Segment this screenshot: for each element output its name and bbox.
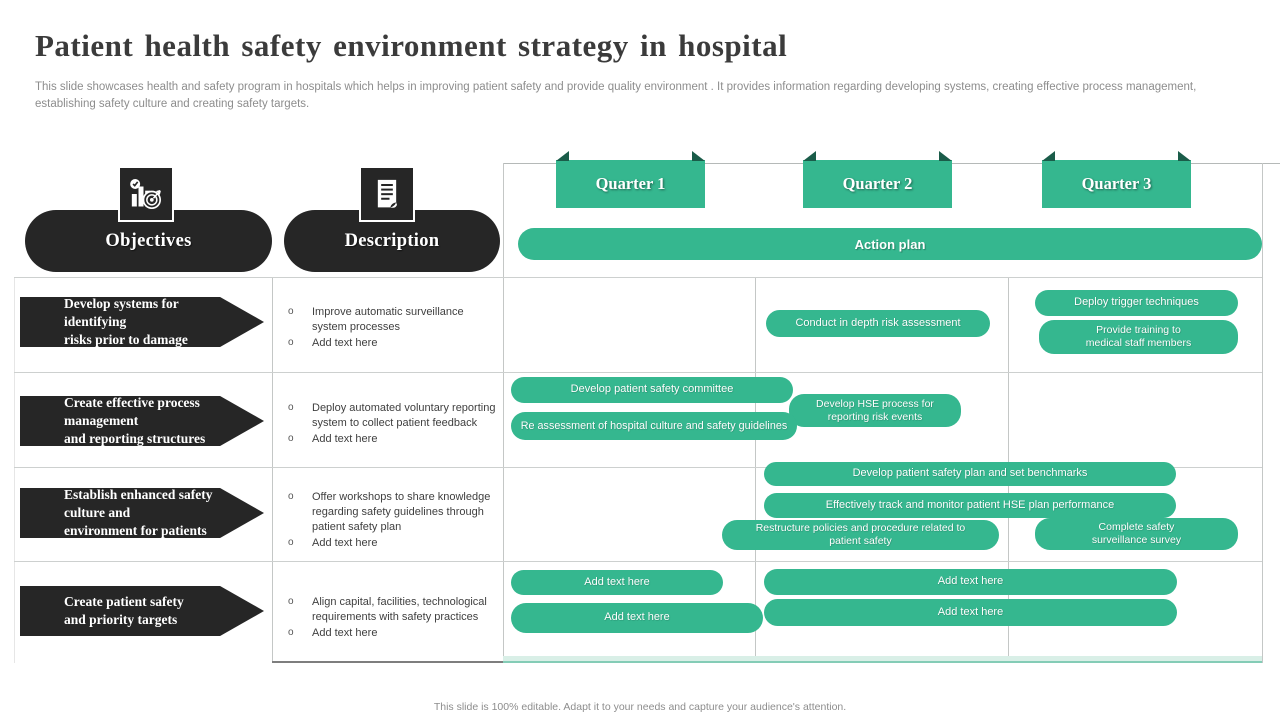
bullet-marker: o [288, 432, 294, 444]
target-chart-icon [130, 179, 161, 209]
timeline-bar[interactable]: Conduct in depth risk assessment [766, 310, 990, 337]
bullet-marker: o [288, 626, 294, 638]
description-text: Add text here [312, 336, 378, 349]
timeline-bar[interactable]: Develop patient safety committee [511, 377, 793, 403]
objective-arrow[interactable]: Develop systems for identifying risks pr… [20, 297, 264, 347]
objectives-icon-box [118, 166, 174, 222]
grid-line [14, 467, 1262, 468]
bullet-marker: o [288, 336, 294, 348]
timeline-bar[interactable]: Restructure policies and procedure relat… [722, 520, 999, 550]
document-icon [377, 179, 397, 208]
quarter-2-tab[interactable]: Quarter 2 [803, 151, 952, 208]
timeline-bar[interactable]: Effectively track and monitor patient HS… [764, 493, 1176, 518]
list-item: o Offer workshops to share knowledge reg… [284, 490, 498, 535]
objective-arrow[interactable]: Create effective process management and … [20, 396, 264, 446]
list-item: o Align capital, facilities, technologic… [284, 595, 498, 625]
list-item: o Deploy automated voluntary reporting s… [284, 401, 498, 431]
objective-arrow[interactable]: Create patient safety and priority targe… [20, 586, 264, 636]
description-text: Add text here [312, 536, 378, 549]
quarter-2-label: Quarter 2 [842, 174, 913, 193]
table-bottom-border [272, 661, 503, 663]
list-item: o Add text here [284, 432, 498, 447]
description-text: Add text here [312, 626, 378, 639]
description-cell: o Align capital, facilities, technologic… [284, 595, 498, 642]
quarter-1-tab[interactable]: Quarter 1 [556, 151, 705, 208]
grid-line [14, 277, 15, 663]
tab-notch-left [803, 151, 816, 161]
objective-arrow[interactable]: Establish enhanced safety culture and en… [20, 488, 264, 538]
page-title: Patient health safety environment strate… [35, 28, 788, 63]
list-item: o Add text here [284, 536, 498, 551]
timeline-bar[interactable]: Add text here [511, 603, 763, 633]
tab-notch-left [1042, 151, 1055, 161]
action-plan-banner[interactable]: Action plan [518, 228, 1262, 260]
description-text: Offer workshops to share knowledge regar… [312, 491, 491, 533]
footer-note: This slide is 100% editable. Adapt it to… [433, 701, 847, 713]
list-item: o Add text here [284, 336, 498, 351]
timeline-bar[interactable]: Provide training to medical staff member… [1039, 320, 1238, 354]
grid-line [14, 372, 1262, 373]
timeline-bar[interactable]: Complete safety surveillance survey [1035, 518, 1238, 550]
description-cell: o Offer workshops to share knowledge reg… [284, 490, 498, 551]
list-item: o Add text here [284, 626, 498, 641]
tab-notch-left [556, 151, 569, 161]
description-text: Improve automatic surveillance system pr… [312, 306, 464, 333]
grid-line [1262, 163, 1263, 663]
timeline-bar[interactable]: Develop patient safety plan and set benc… [764, 462, 1176, 486]
bullet-marker: o [288, 536, 294, 548]
timeline-bar[interactable]: Deploy trigger techniques [1035, 290, 1238, 316]
grid-line [272, 277, 273, 663]
quarter-3-tab[interactable]: Quarter 3 [1042, 151, 1191, 208]
tab-notch-right [692, 151, 705, 161]
timeline-bar[interactable]: Develop HSE process for reporting risk e… [789, 394, 961, 427]
description-cell: o Improve automatic surveillance system … [284, 305, 498, 352]
tab-notch-right [939, 151, 952, 161]
grid-line [503, 163, 504, 663]
description-text: Add text here [312, 432, 378, 445]
bullet-marker: o [288, 402, 294, 413]
timeline-bar[interactable]: Re assessment of hospital culture and sa… [511, 412, 797, 440]
grid-line [14, 277, 1262, 278]
description-text: Align capital, facilities, technological… [312, 596, 487, 623]
slide-subtitle: This slide showcases health and safety p… [35, 81, 1197, 110]
bullet-marker: o [288, 596, 294, 607]
table-bottom-strip [503, 656, 1262, 663]
timeline-bar[interactable]: Add text here [764, 569, 1177, 595]
description-icon-box [359, 166, 415, 222]
tab-notch-right [1178, 151, 1191, 161]
quarter-3-label: Quarter 3 [1081, 174, 1152, 193]
description-cell: o Deploy automated voluntary reporting s… [284, 401, 498, 448]
bullet-marker: o [288, 306, 294, 317]
list-item: o Improve automatic surveillance system … [284, 305, 498, 335]
grid-line [14, 561, 1262, 562]
timeline-bar[interactable]: Add text here [511, 570, 723, 595]
description-text: Deploy automated voluntary reporting sys… [312, 402, 496, 429]
bullet-marker: o [288, 491, 294, 502]
grid-line [755, 277, 756, 663]
quarter-1-label: Quarter 1 [595, 174, 666, 193]
timeline-bar[interactable]: Add text here [764, 599, 1177, 626]
